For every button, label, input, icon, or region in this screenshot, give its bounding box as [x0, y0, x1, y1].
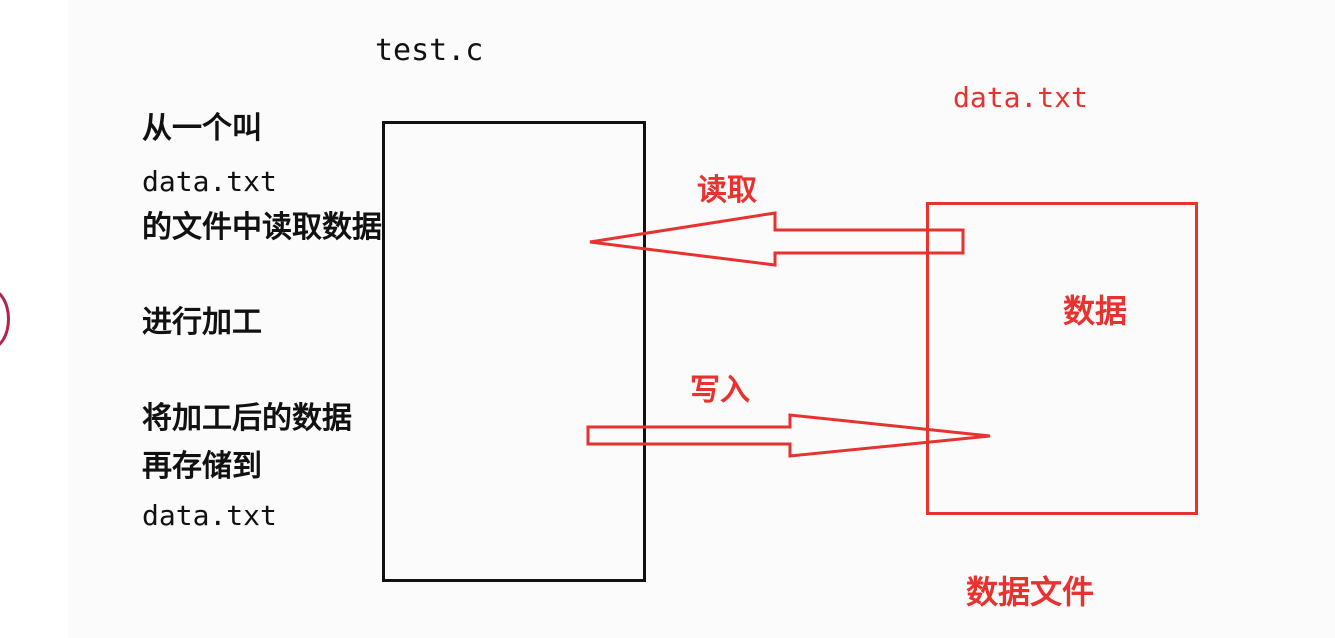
data-file-box	[926, 202, 1198, 515]
write-step-line-2: 再存储到	[142, 449, 262, 484]
write-step-line-1: 将加工后的数据	[142, 401, 352, 436]
data-file-filename: data.txt	[953, 81, 1088, 114]
read-step-line-2: data.txt	[142, 165, 277, 198]
read-step-line-1: 从一个叫	[142, 111, 262, 146]
write-arrow	[586, 413, 991, 458]
slide-background	[68, 0, 1335, 638]
write-step-line-3: data.txt	[142, 499, 277, 532]
write-arrow-label: 写入	[690, 373, 750, 408]
process-step-line: 进行加工	[142, 305, 262, 340]
read-step-line-3: 的文件中读取数据	[142, 210, 382, 245]
read-arrow	[589, 211, 965, 267]
data-file-content-label: 数据	[1063, 292, 1128, 330]
read-arrow-label: 读取	[697, 173, 757, 208]
data-file-caption: 数据文件	[966, 573, 1095, 611]
program-box	[382, 121, 646, 582]
program-filename: test.c	[375, 33, 484, 68]
